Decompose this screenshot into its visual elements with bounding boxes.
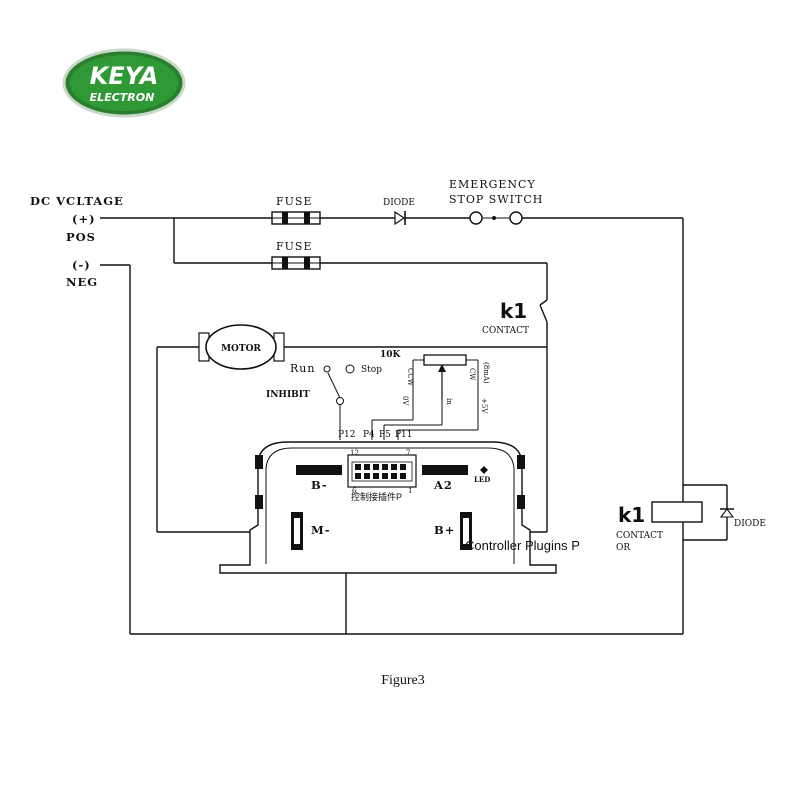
k1-coil-label-2: OR xyxy=(616,543,630,553)
control-connector xyxy=(347,454,417,488)
connector-num-1: 1 xyxy=(408,487,412,495)
inhibit-terminal xyxy=(336,397,344,405)
plugin-cn-label: 控制接插件P xyxy=(351,491,402,502)
estop-label-1: EMERGENCY xyxy=(449,178,536,191)
pos-label: POS xyxy=(66,230,96,244)
in-label: in xyxy=(445,398,453,405)
neg-sign: (-) xyxy=(72,258,91,272)
motor xyxy=(198,324,285,370)
a2-label: A2 xyxy=(433,478,453,492)
zero-v-label: 0V xyxy=(401,396,409,406)
logo-name: KEYA xyxy=(90,62,159,90)
plugin-en-label: Controller Plugins P xyxy=(465,538,580,553)
k1-contact-mark: k1 xyxy=(500,299,527,323)
keya-logo: KEYA ELECTRON xyxy=(62,48,186,118)
run-label: Run xyxy=(290,362,315,375)
run-terminal xyxy=(323,365,331,373)
diode-right xyxy=(719,508,735,518)
inhibit-label: INHIBIT xyxy=(266,390,310,400)
fuse-top-label: FUSE xyxy=(276,195,312,208)
pin-p11: P11 xyxy=(395,430,413,440)
pin-p5: P5 xyxy=(379,430,391,440)
k1-coil xyxy=(651,485,703,540)
logo-ellipse-inner xyxy=(70,55,178,111)
m-minus-label: M- xyxy=(311,523,331,537)
fuse-top xyxy=(271,211,321,225)
potentiometer xyxy=(423,354,467,400)
plus5v-label: +5V xyxy=(480,398,488,414)
fuse-bottom xyxy=(271,256,321,270)
b-plus-label: B+ xyxy=(434,523,455,537)
connector-num-7: 7 xyxy=(406,449,410,457)
pot-value: 10K xyxy=(380,350,402,360)
neg-label: NEG xyxy=(66,275,98,289)
diode-top xyxy=(394,210,406,226)
supply-title: DC VCLTAGE xyxy=(30,194,124,208)
ccw-label: CCW xyxy=(406,368,414,387)
k1-coil-mark: k1 xyxy=(618,503,645,527)
pin-p4: P4 xyxy=(363,430,375,440)
k1-contact-label: CONTACT xyxy=(482,326,529,336)
wires xyxy=(100,217,728,635)
connector-num-6: 6 xyxy=(352,487,357,495)
k1-coil-label-1: CONTACT xyxy=(616,531,663,541)
stop-terminal xyxy=(345,364,355,374)
k1-contact xyxy=(539,299,548,323)
motor-label: MOTOR xyxy=(221,344,261,354)
pos-sign: (+) xyxy=(72,212,96,226)
cw-label: CW xyxy=(468,368,476,381)
diode-right-label: DIODE xyxy=(734,519,766,529)
logo-subtitle: ELECTRON xyxy=(90,91,155,104)
estop-label-2: STOP SWITCH xyxy=(449,193,543,206)
emergency-stop-switch xyxy=(469,211,523,225)
pin-p12: P12 xyxy=(338,430,356,440)
ma-label: (8mA) xyxy=(482,362,490,384)
diode-top-label: DIODE xyxy=(383,198,415,208)
figure-caption: Figure3 xyxy=(381,673,425,688)
connector-num-12: 12 xyxy=(350,449,359,457)
controller-body xyxy=(219,441,557,574)
b-minus-label: B- xyxy=(311,478,328,492)
fuse-bottom-label: FUSE xyxy=(276,240,312,253)
led-label: LED xyxy=(474,475,490,484)
stop-label: Stop xyxy=(361,365,382,375)
